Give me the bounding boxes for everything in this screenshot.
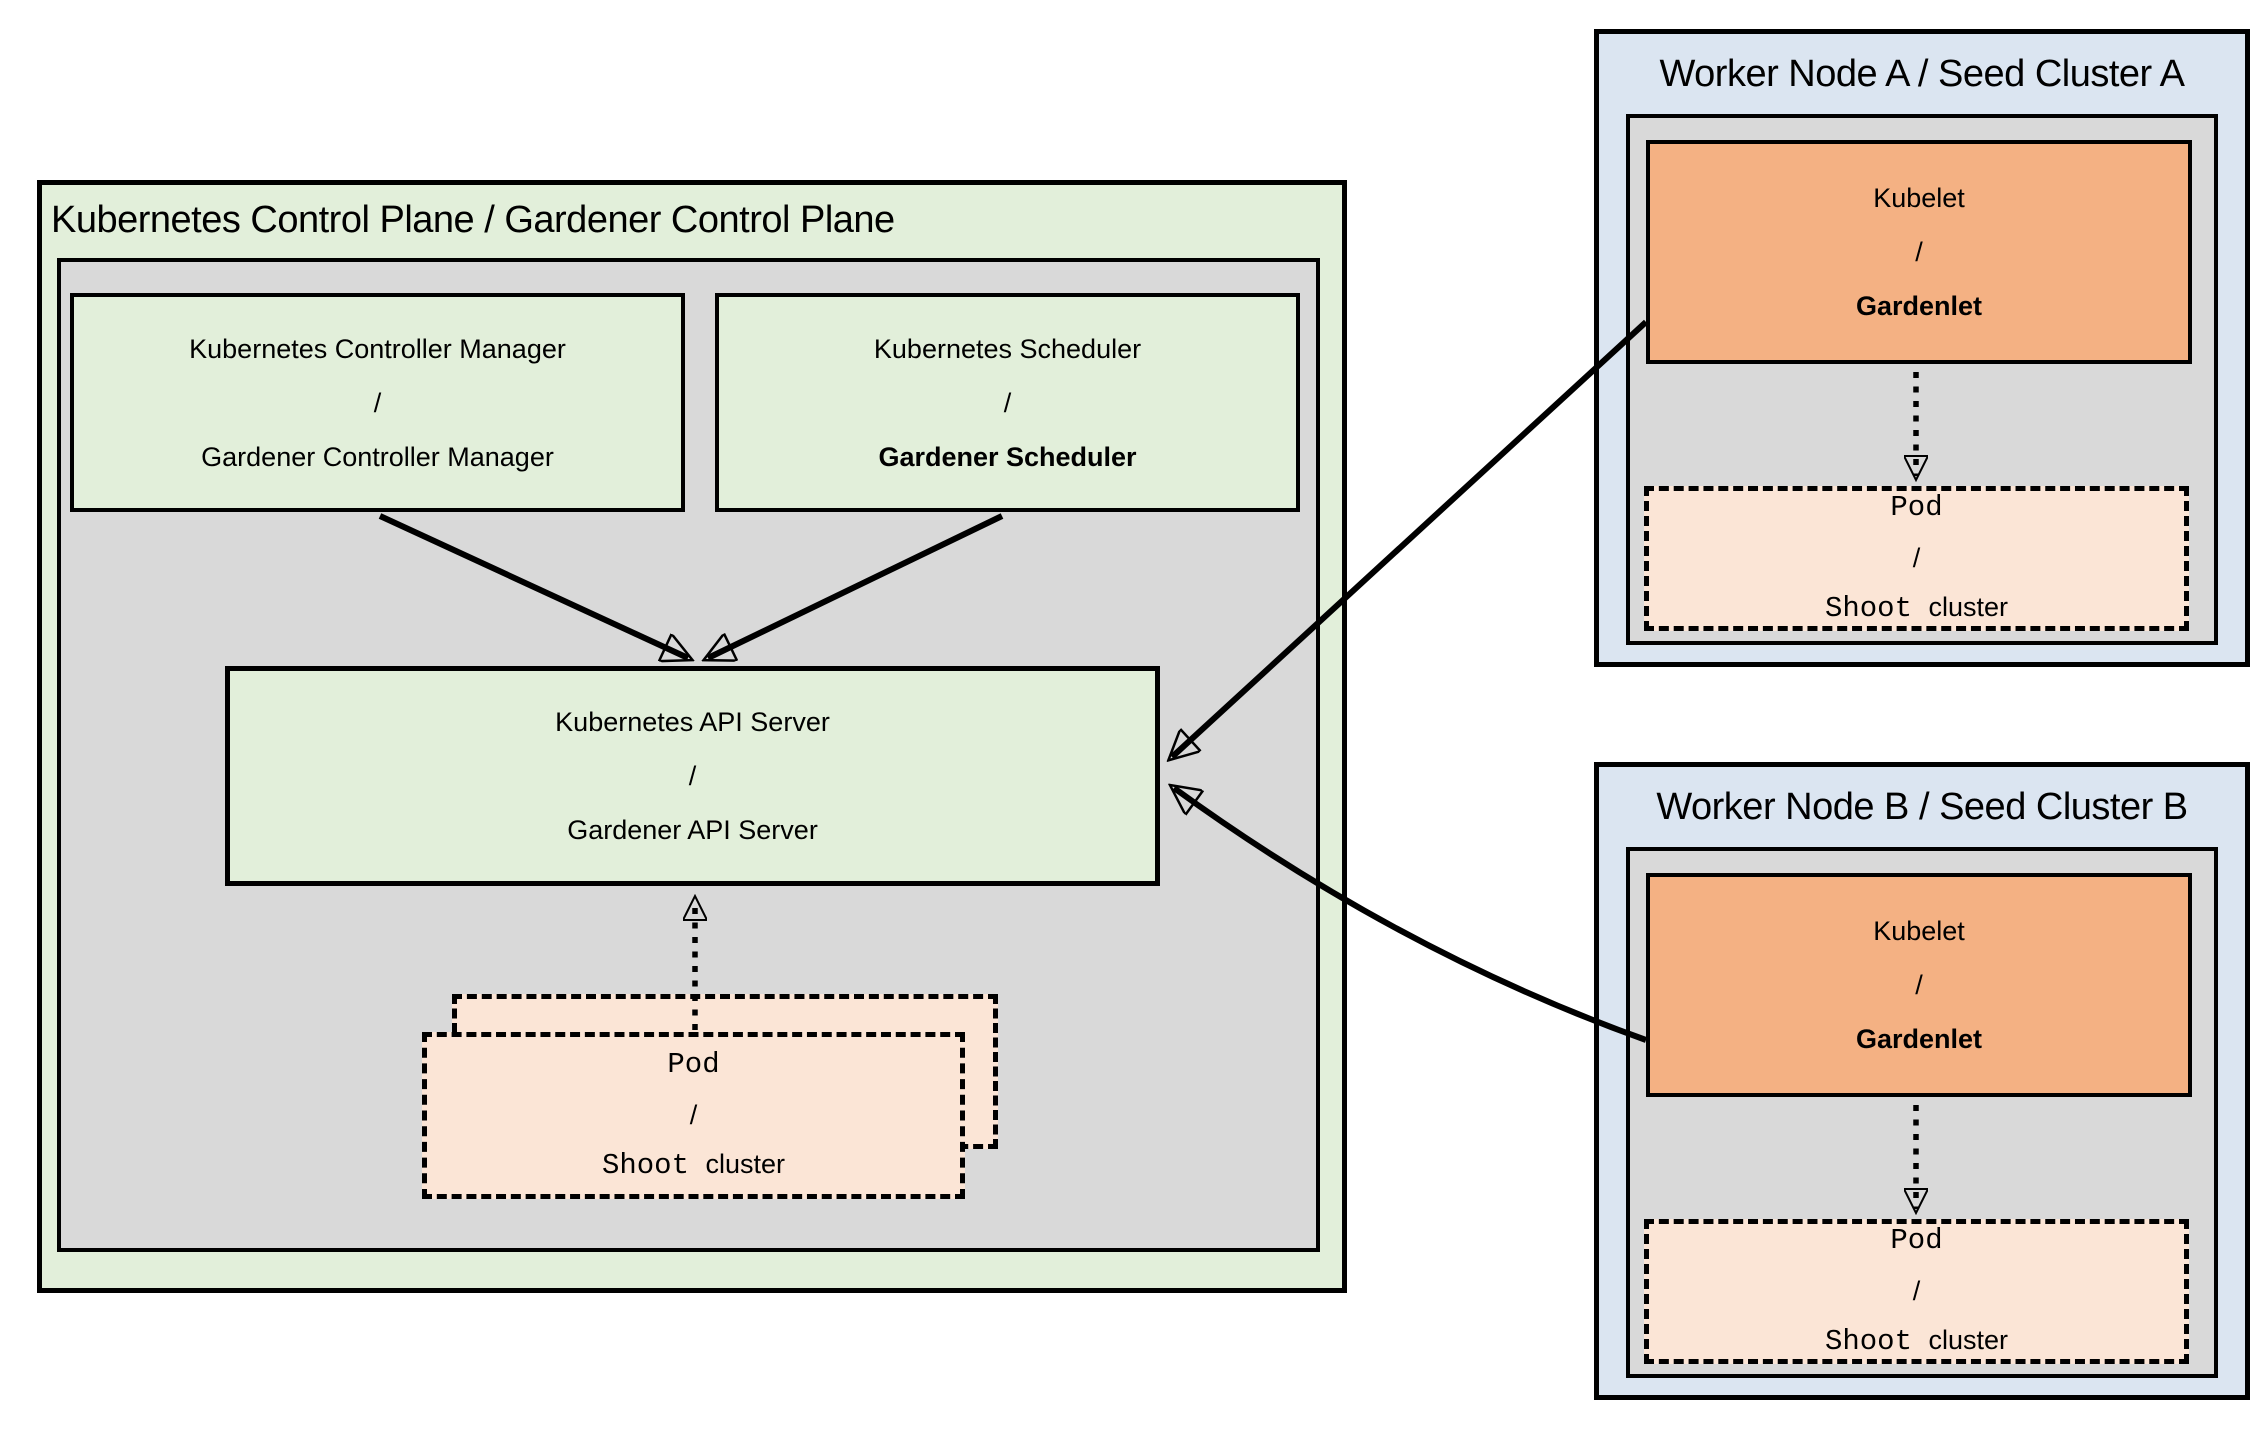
- worker-node-b-title: Worker Node B / Seed Cluster B: [1656, 785, 2188, 828]
- worker-node-a-container: Worker Node A / Seed Cluster A Kubelet /…: [1594, 29, 2250, 667]
- api-server-line1: Kubernetes API Server: [555, 707, 830, 737]
- pod-shoot-box-front: Pod / Shoot cluster: [422, 1032, 965, 1199]
- pod-a-cluster-label: cluster: [1928, 591, 2009, 622]
- api-server-line2: Gardener API Server: [567, 815, 818, 845]
- controller-manager-box: Kubernetes Controller Manager / Gardener…: [70, 293, 685, 512]
- kubelet-a-line2: Gardenlet: [1855, 291, 1983, 321]
- worker-node-a-title: Worker Node A / Seed Cluster A: [1659, 52, 2185, 95]
- kubelet-b-slash: /: [1915, 970, 1923, 1000]
- pod-line1: Pod: [667, 1048, 720, 1082]
- control-plane-title: Kubernetes Control Plane / Gardener Cont…: [51, 198, 895, 241]
- pod-shoot-box-a: Pod / Shoot cluster: [1644, 486, 2189, 631]
- scheduler-line2: Gardener Scheduler: [878, 441, 1137, 472]
- pod-a-line1: Pod: [1890, 491, 1943, 525]
- pod-line3: Shoot cluster: [602, 1140, 785, 1192]
- pod-shoot-label: Shoot: [601, 1148, 689, 1182]
- worker-node-b-container: Worker Node B / Seed Cluster B Kubelet /…: [1594, 762, 2250, 1400]
- control-plane-inner-panel: Kubernetes Controller Manager / Gardener…: [57, 258, 1320, 1252]
- pod-b-cluster-label: cluster: [1928, 1324, 2009, 1355]
- kubelet-gardenlet-box-b: Kubelet / Gardenlet: [1646, 873, 2192, 1097]
- controller-manager-line1: Kubernetes Controller Manager: [189, 333, 566, 364]
- pod-slash: /: [689, 1100, 698, 1131]
- control-plane-container: Kubernetes Control Plane / Gardener Cont…: [37, 180, 1347, 1293]
- scheduler-line1: Kubernetes Scheduler: [873, 333, 1142, 364]
- worker-node-b-inner-panel: Kubelet / Gardenlet Pod / Shoot cluster: [1626, 847, 2218, 1378]
- pod-cluster-label: cluster: [705, 1148, 786, 1179]
- pod-shoot-box-b: Pod / Shoot cluster: [1644, 1219, 2189, 1364]
- pod-a-shoot-label: Shoot: [1824, 591, 1912, 625]
- scheduler-box: Kubernetes Scheduler / Gardener Schedule…: [715, 293, 1300, 512]
- controller-manager-slash: /: [373, 387, 382, 418]
- pod-a-line3: Shoot cluster: [1825, 583, 2008, 635]
- api-server-box: Kubernetes API Server / Gardener API Ser…: [225, 666, 1160, 886]
- api-server-slash: /: [688, 761, 697, 791]
- pod-b-line1: Pod: [1890, 1224, 1943, 1258]
- controller-manager-line2: Gardener Controller Manager: [201, 441, 554, 472]
- kubelet-a-line1: Kubelet: [1873, 183, 1965, 213]
- kubelet-a-slash: /: [1915, 237, 1923, 267]
- kubelet-b-line1: Kubelet: [1873, 916, 1965, 946]
- pod-a-slash: /: [1912, 543, 1921, 574]
- pod-b-shoot-label: Shoot: [1824, 1324, 1912, 1358]
- worker-node-a-inner-panel: Kubelet / Gardenlet Pod / Shoot cluster: [1626, 114, 2218, 645]
- pod-b-slash: /: [1912, 1276, 1921, 1307]
- scheduler-slash: /: [1003, 387, 1012, 418]
- kubelet-b-line2: Gardenlet: [1855, 1024, 1983, 1054]
- kubelet-gardenlet-box-a: Kubelet / Gardenlet: [1646, 140, 2192, 364]
- pod-b-line3: Shoot cluster: [1825, 1316, 2008, 1368]
